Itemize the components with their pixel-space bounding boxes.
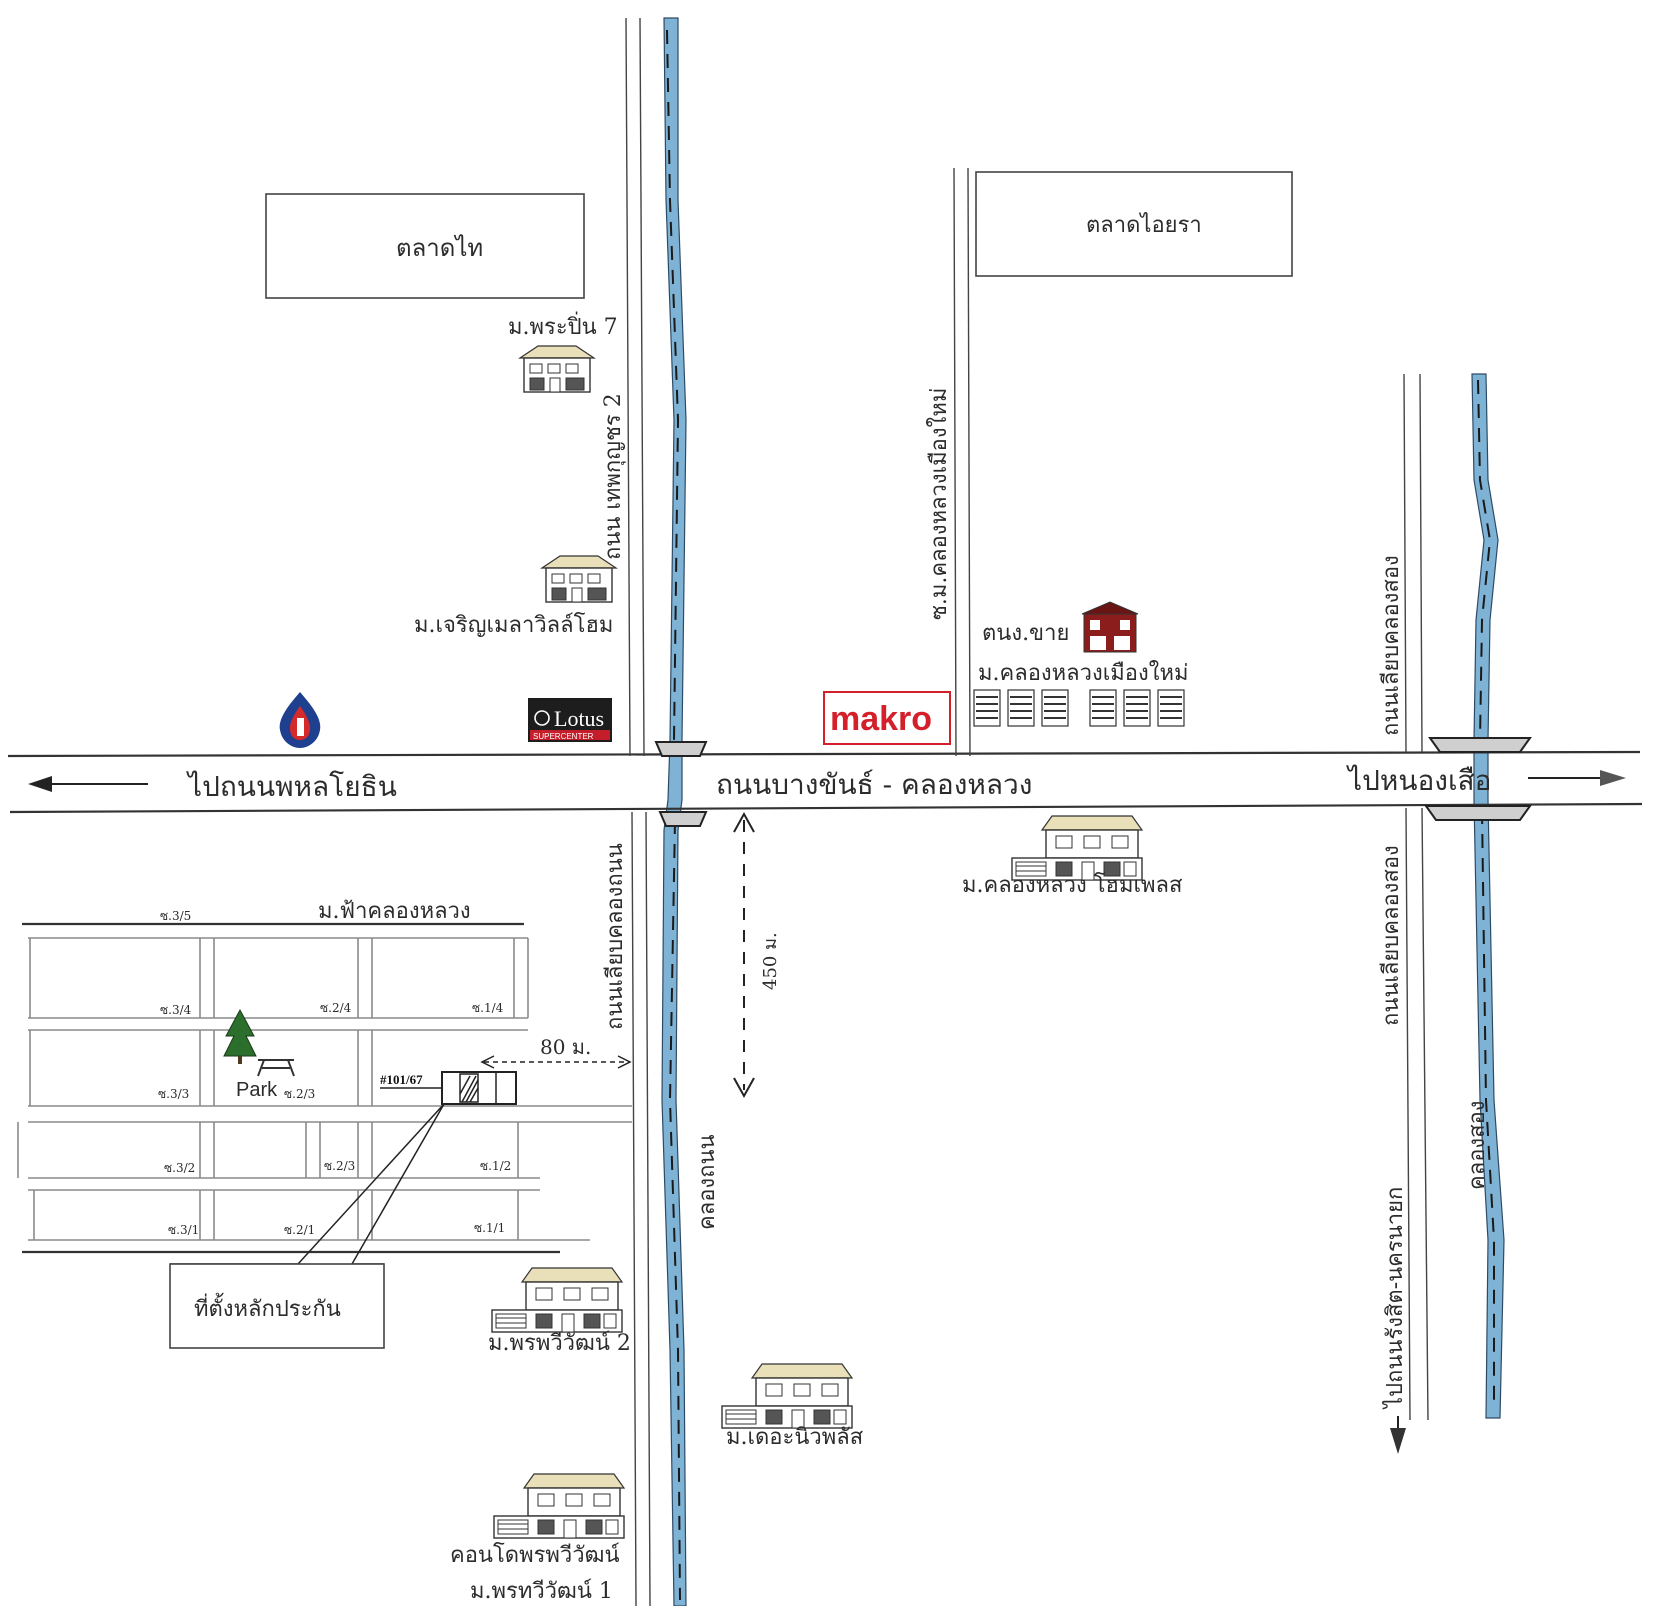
estate-grid (17, 922, 632, 1254)
the-new-plus-label: ม.เดอะนิวพลัส (726, 1425, 864, 1450)
tree-icon (223, 1008, 257, 1064)
canal-klong-thanon-dash (666, 29, 680, 741)
bridge-klong-song-south (1424, 805, 1532, 821)
road-klong-song-lower-edge-a (1405, 807, 1411, 1421)
makro-logo-text: makro (830, 700, 932, 738)
gas-station-logo-icon (279, 692, 321, 748)
house-icon (1081, 601, 1139, 653)
property-plot (441, 1071, 517, 1105)
soi-label: ซ.2/4 (320, 1001, 352, 1015)
callout-box (169, 1263, 385, 1349)
soi-label: ซ.3/3 (158, 1087, 189, 1101)
talad-aiyara-box (975, 171, 1293, 277)
road-thepkunchorn-edge-a (625, 17, 631, 757)
charoen-greenville-label: ม.เจริญเมลาวิลล์โฮม (414, 612, 613, 638)
klong-song-label: คลองสอง (1465, 1100, 1490, 1190)
makro-logo: makro (823, 691, 951, 745)
road-klong-song-edge-b (1419, 373, 1423, 753)
klong-luang-home-plus-label: ม.คลองหลวง โฮมเพลส (962, 872, 1183, 898)
house-icon (721, 1363, 853, 1429)
canal-klong-song (1471, 373, 1505, 1419)
soi-label: ซ.2/3 (324, 1159, 355, 1173)
house-icon (493, 1473, 625, 1539)
soi-label: ซ.2/3 (284, 1087, 315, 1101)
talad-aiyara-label: ตลาดไอยรา (1086, 212, 1202, 238)
pruksa-1-label: ม.พรทวีวัฒน์ 1 (470, 1579, 613, 1604)
main-road-label: ถนนบางขันธ์ - คลองหลวง (716, 768, 1032, 801)
along-klong-thanon-label: ถนนเลียบคลองถนน (603, 843, 628, 1030)
soi-label: ซ.3/4 (160, 1003, 192, 1017)
fah-klong-luang-label: ม.ฟ้าคลองหลวง (318, 899, 471, 924)
road-klong-thanon-edge-b (645, 811, 651, 1606)
arrow-down-icon (1390, 1416, 1406, 1454)
soi-labels: ซ.3/5 ซ.3/4 ซ.2/4 ซ.1/4 ซ.3/3 ซ.2/3 ซ.3/… (158, 909, 511, 1237)
soi-label: ซ.3/1 (168, 1223, 199, 1237)
canal-klong-thanon-dash-lower (668, 819, 681, 1601)
talad-thai-box (265, 193, 585, 299)
to-phahonyothin-label: ไปถนนพหลโยธิน (186, 770, 397, 803)
talad-thai-label: ตลาดไท (396, 234, 483, 262)
road-klong-thanon-edge-a (631, 811, 637, 1606)
praepin-7-label: ม.พระปิ่น 7 (508, 311, 618, 340)
soi-label: ซ.2/1 (284, 1223, 315, 1237)
soi-klong-luang-edge-b (967, 167, 971, 757)
klong-thanon-label: คลองถนน (695, 1134, 720, 1230)
distance-450-label: 450 ม. (760, 932, 781, 990)
klong-luang-muang-mai-label: ม.คลองหลวงเมืองใหม่ (978, 660, 1188, 686)
bridge-klong-thanon-south (658, 811, 708, 827)
soi-label: ซ.1/1 (474, 1221, 505, 1235)
house-icon (519, 345, 595, 393)
pruksa-2-label: ม.พรพวีวัฒน์ 2 (488, 1331, 631, 1356)
lotus-logo-sub: SUPERCENTER (533, 732, 594, 741)
bridge-klong-thanon-north (654, 741, 708, 757)
property-id-label: #101/67 (380, 1072, 423, 1087)
soi-klong-luang-edge-a (953, 167, 957, 757)
to-rangsit-label: ไปถนนรังสิต-นครนายก (1382, 1187, 1408, 1410)
along-klong-song-lower-label: ถนนเลียบคลองสอง (1379, 845, 1404, 1026)
house-icon (541, 555, 617, 603)
distance-80-arrow (480, 1055, 632, 1069)
along-klong-song-upper-label: ถนนเลียบคลองสอง (1379, 555, 1404, 736)
road-thepkunchorn-edge-b (639, 17, 645, 757)
road-klong-song-edge-a (1403, 373, 1407, 753)
soi-label: ซ.1/4 (472, 1001, 504, 1015)
soi-label: ซ.1/2 (480, 1159, 511, 1173)
distance-450-arrow (733, 811, 755, 1099)
lotus-logo-text: Lotus (554, 706, 604, 731)
bridge-klong-song-north (1428, 737, 1532, 753)
soi-label: ซ.3/5 (160, 909, 191, 923)
house-icon (1011, 815, 1143, 881)
distance-80-label: 80 ม. (540, 1035, 591, 1059)
townhouse-row-icon (973, 689, 1185, 727)
soi-label: ซ.3/2 (164, 1161, 195, 1175)
main-road-top-edge (7, 750, 1641, 758)
house-icon (491, 1267, 623, 1333)
condo-pruksa-label: คอนโดพรพวีวัฒน์ (450, 1542, 620, 1568)
callout-label: ที่ตั้งหลักประกัน (194, 1293, 341, 1322)
picnic-table-icon (257, 1059, 295, 1077)
park-label: Park (236, 1079, 278, 1101)
main-road-bottom-edge (9, 802, 1643, 814)
canal-klong-song-dash-lower (1481, 809, 1495, 1400)
klong-luang-soi-label: ซ.ม.คลองหลวงเมืองใหม่ (926, 388, 952, 620)
arrow-left-icon (28, 776, 148, 792)
thepkunchorn-2-label: ถนน เทพกุญชร 2 (601, 393, 626, 560)
for-sale-label: ตนง.ขาย (982, 621, 1069, 646)
lotus-logo: Lotus SUPERCENTER (528, 698, 612, 742)
road-klong-song-lower-edge-b (1421, 807, 1429, 1421)
to-nong-suea-label: ไปหนองเสือ (1346, 764, 1491, 797)
arrow-right-icon (1528, 770, 1626, 786)
